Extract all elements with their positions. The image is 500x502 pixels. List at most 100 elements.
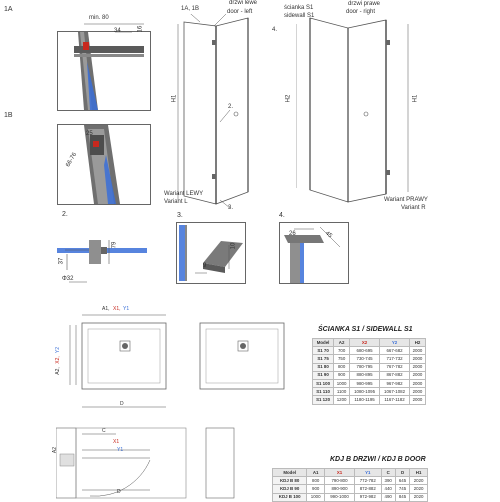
table-cell: 717-732 xyxy=(379,354,411,364)
detail-2-dim-a: 37 xyxy=(58,257,65,265)
detail-1a-dim-top: min. 80 xyxy=(89,15,109,21)
h1-left: H1 xyxy=(171,94,178,103)
detail-1a-dim-b: 16 xyxy=(137,25,144,33)
detail-2-tag: 2. xyxy=(62,211,68,218)
plan-x2: X2, xyxy=(54,356,61,364)
table-header-cell: C xyxy=(380,467,396,478)
detail-1a-dimension-lines xyxy=(84,23,144,33)
table-cell: 790-800 xyxy=(324,476,355,486)
callout-2: 2. xyxy=(228,104,234,110)
table-cell: 1180-1195 xyxy=(349,395,381,405)
table-header-cell: X2 xyxy=(349,337,381,348)
table-cell: 700 xyxy=(333,346,351,356)
table-cell: 1080-1095 xyxy=(349,387,381,397)
plan-a1: A1, xyxy=(102,306,110,312)
right-door-label-2: door - right xyxy=(346,9,376,15)
table-cell: 867-882 xyxy=(379,370,411,380)
detail-2-dim-b: 79 xyxy=(111,241,118,249)
table-cell: 745 xyxy=(394,484,411,494)
table-cell: 2020 xyxy=(409,492,428,502)
table-cell: 2000 xyxy=(409,370,426,380)
plan-a2: A2, xyxy=(54,367,61,375)
table-cell: 1100 xyxy=(333,387,351,397)
table-cell: 872-882 xyxy=(353,484,382,494)
table-cell: KDJ B 100 xyxy=(271,492,308,502)
right-enclosure-drawing xyxy=(296,17,409,203)
table-cell: 800 xyxy=(333,362,351,372)
table-cell: S1 80 xyxy=(311,362,335,372)
swing-x1: X1 xyxy=(113,439,120,445)
variant-right-2: Variant R xyxy=(401,205,426,211)
right-door-label-1: drzwi prawe xyxy=(348,1,381,7)
detail-2-dim-c: Φ32 xyxy=(62,276,74,282)
detail-4-dim-a: 26 xyxy=(289,231,296,237)
table-cell: 900 xyxy=(306,484,326,494)
table-cell: S1 75 xyxy=(311,354,335,364)
table-cell: 2000 xyxy=(409,387,426,397)
table-header-cell: A2 xyxy=(333,337,351,348)
table-cell: 890-900 xyxy=(324,484,355,494)
table-cell: 800 xyxy=(306,476,326,486)
table-cell: 1000 xyxy=(333,378,351,389)
sidewall-table-title: ŚCIANKA S1 / SIDEWALL S1 xyxy=(318,326,413,333)
table-cell: 880-895 xyxy=(349,370,381,380)
detail-1a-panel xyxy=(57,31,151,111)
table-header-cell: Y1 xyxy=(353,467,382,478)
table-cell: 2000 xyxy=(409,395,426,405)
table-cell: 730-745 xyxy=(349,354,381,364)
table-cell: 1067-1082 xyxy=(379,387,411,397)
table-cell: S1 90 xyxy=(311,370,335,380)
detail-3-dim-a: 9 xyxy=(203,263,207,269)
detail-4-drawing xyxy=(284,226,341,283)
table-cell: 767-782 xyxy=(379,362,411,372)
detail-1b-tag: 1B xyxy=(4,112,13,119)
h2: H2 xyxy=(285,94,292,103)
callout-3: 3. xyxy=(228,205,234,211)
table-cell: 980-995 xyxy=(349,378,381,389)
table-header-cell: A1 xyxy=(306,467,326,478)
table-cell: 900 xyxy=(333,370,351,380)
table-cell: S1 110 xyxy=(311,387,335,397)
wall-label-2: sidewall S1 xyxy=(284,13,315,19)
table-header-cell: D xyxy=(394,467,411,478)
table-cell: 1167-1182 xyxy=(379,395,411,405)
table-cell: 2000 xyxy=(409,346,426,356)
table-cell: 967-982 xyxy=(379,378,411,389)
table-cell: S1 100 xyxy=(311,378,335,389)
detail-4-tag: 4. xyxy=(279,212,285,219)
table-cell: 2020 xyxy=(409,484,428,494)
table-header-cell: Model xyxy=(271,467,308,478)
variant-left-2: Variant L xyxy=(164,199,188,205)
h1-right: H1 xyxy=(412,94,419,103)
table-header-cell: H1 xyxy=(409,467,428,478)
detail-3-dim-b: 10 xyxy=(230,242,237,250)
detail-1b-panel xyxy=(57,124,151,205)
variant-left-1: Wariant LEWY xyxy=(164,191,204,197)
table-cell: 1200 xyxy=(333,395,351,405)
callout-1ab: 1A, 1B xyxy=(181,6,200,12)
table-cell: 972-982 xyxy=(353,492,382,502)
table-header-cell: Model xyxy=(311,337,335,348)
table-cell: 440 xyxy=(380,484,396,494)
detail-1a-dim-a: 34 xyxy=(114,28,121,34)
floor-plan-drawing xyxy=(69,314,285,408)
plan-y2: Y2 xyxy=(55,346,62,354)
plan-x1: X1, xyxy=(113,306,121,312)
detail-1a-drawing xyxy=(74,32,144,110)
swing-c: C xyxy=(102,428,106,434)
plan-y1: Y1 xyxy=(123,306,130,312)
left-door-label-2: door - left xyxy=(227,9,253,15)
swing-a2: A2 xyxy=(52,446,59,454)
table-cell: 2000 xyxy=(409,354,426,364)
detail-1b-drawing xyxy=(84,125,120,204)
